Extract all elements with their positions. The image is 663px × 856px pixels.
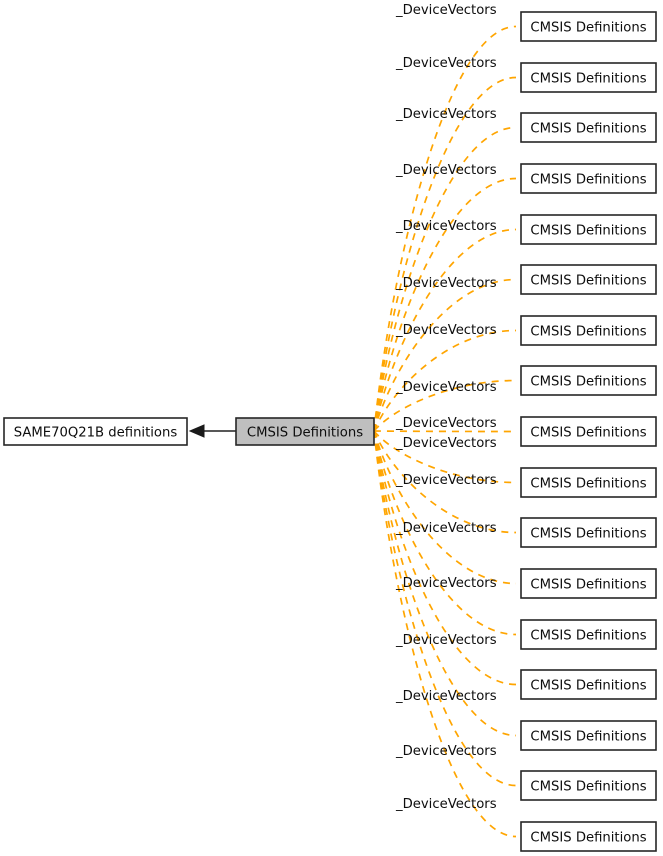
node-box[interactable] (520, 619, 657, 650)
edge-label-devicevectors: _DeviceVectors (395, 416, 497, 431)
node-box[interactable] (520, 416, 657, 447)
node-label: CMSIS Definitions (530, 122, 646, 137)
dashed-edge (373, 430, 517, 433)
arrow-head-icon (188, 424, 205, 438)
dashed-edge (373, 430, 517, 787)
node-label: CMSIS Definitions (530, 224, 646, 239)
edge-label-devicevectors: _DeviceVectors (395, 633, 497, 648)
node-cmsis-definitions[interactable]: CMSIS Definitions (520, 264, 657, 295)
node-label: SAME70Q21B definitions (14, 426, 178, 441)
node-box[interactable] (520, 11, 657, 42)
dashed-edge (373, 329, 517, 432)
node-label: CMSIS Definitions (530, 578, 646, 593)
edge-label-devicevectors: _DeviceVectors (395, 56, 497, 71)
edge-label-devicevectors: _DeviceVectors (395, 323, 497, 338)
node-label: CMSIS Definitions (530, 477, 646, 492)
node-cmsis-definitions[interactable]: CMSIS Definitions (520, 416, 657, 447)
node-label: CMSIS Definitions (530, 426, 646, 441)
edge-label-group: _DeviceVectors _DeviceVectors _DeviceVecto… (395, 3, 497, 812)
node-label: CMSIS Definitions (530, 375, 646, 390)
node-cmsis-definitions[interactable]: CMSIS Definitions (520, 62, 657, 93)
node-box[interactable] (520, 770, 657, 801)
node-cmsis-definitions[interactable]: CMSIS Definitions (520, 315, 657, 346)
edge-label-devicevectors: _DeviceVectors (395, 576, 497, 591)
node-box[interactable] (520, 264, 657, 295)
node-label: CMSIS Definitions (530, 831, 646, 846)
edge-label-devicevectors: _DeviceVectors (395, 276, 497, 291)
node-box[interactable] (520, 568, 657, 599)
edge-label-devicevectors: _DeviceVectors (395, 521, 497, 536)
node-label: CMSIS Definitions (530, 173, 646, 188)
edge-label-devicevectors: _DeviceVectors (395, 473, 497, 488)
node-box[interactable] (520, 163, 657, 194)
solid-edge-group (188, 424, 236, 438)
dashed-edge (373, 430, 517, 636)
dashed-edge (373, 430, 517, 686)
node-cmsis-definitions[interactable]: CMSIS Definitions (520, 112, 657, 143)
dashed-edge (373, 379, 517, 432)
node-cmsis-definitions[interactable]: CMSIS Definitions (520, 568, 657, 599)
node-cmsis-definitions[interactable]: CMSIS Definitions (520, 821, 657, 852)
node-cmsis-definitions[interactable]: CMSIS Definitions (520, 517, 657, 548)
dashed-edge (373, 430, 517, 534)
node-label: CMSIS Definitions (530, 21, 646, 36)
node-cmsis-definitions[interactable]: CMSIS Definitions (520, 619, 657, 650)
node-label: CMSIS Definitions (530, 730, 646, 745)
dashed-edge (373, 126, 517, 432)
dashed-edge-group (373, 25, 517, 838)
node-cmsis-definitions[interactable]: CMSIS Definitions (520, 720, 657, 751)
dashed-edge (373, 228, 517, 432)
edge-label-devicevectors: _DeviceVectors (395, 163, 497, 178)
dashed-edge (373, 76, 517, 432)
node-label: CMSIS Definitions (530, 72, 646, 87)
node-label: CMSIS Definitions (530, 325, 646, 340)
node-box[interactable] (520, 112, 657, 143)
node-cmsis-definitions-root[interactable]: CMSIS Definitions (235, 417, 375, 446)
node-box[interactable] (520, 62, 657, 93)
node-label: CMSIS Definitions (247, 426, 363, 441)
node-box[interactable] (520, 821, 657, 852)
edge-label-devicevectors: _DeviceVectors (395, 219, 497, 234)
main-node-group: SAME70Q21B definitions CMSIS Definitions (3, 417, 375, 446)
node-box[interactable] (520, 720, 657, 751)
edge-label-devicevectors: _DeviceVectors (395, 107, 497, 122)
node-box[interactable] (520, 669, 657, 700)
node-box[interactable] (520, 517, 657, 548)
dashed-edge (373, 430, 517, 484)
edge-label-devicevectors: _DeviceVectors (395, 3, 497, 18)
node-label: CMSIS Definitions (530, 274, 646, 289)
node-label: CMSIS Definitions (530, 780, 646, 795)
node-cmsis-definitions[interactable]: CMSIS Definitions (520, 467, 657, 498)
node-cmsis-definitions[interactable]: CMSIS Definitions (520, 365, 657, 396)
node-cmsis-definitions[interactable]: CMSIS Definitions (520, 770, 657, 801)
node-box[interactable] (520, 467, 657, 498)
edge-label-devicevectors: _DeviceVectors (395, 689, 497, 704)
node-label: CMSIS Definitions (530, 629, 646, 644)
node-cmsis-definitions[interactable]: CMSIS Definitions (520, 214, 657, 245)
dashed-edge (373, 177, 517, 432)
node-cmsis-definitions[interactable]: CMSIS Definitions (520, 11, 657, 42)
node-label: CMSIS Definitions (530, 527, 646, 542)
node-cmsis-definitions[interactable]: CMSIS Definitions (520, 163, 657, 194)
node-box[interactable] (3, 417, 188, 446)
edge-label-devicevectors: _DeviceVectors (395, 744, 497, 759)
edge-label-devicevectors: _DeviceVectors (395, 436, 497, 451)
node-box[interactable] (520, 365, 657, 396)
node-box[interactable] (520, 315, 657, 346)
dashed-edge (373, 430, 517, 585)
dashed-edge (373, 430, 517, 737)
node-cmsis-definitions[interactable]: CMSIS Definitions (520, 669, 657, 700)
dashed-edge (373, 278, 517, 432)
edge-label-devicevectors: _DeviceVectors (395, 797, 497, 812)
node-label: CMSIS Definitions (530, 679, 646, 694)
node-box[interactable] (235, 417, 375, 446)
node-same70q21b-definitions[interactable]: SAME70Q21B definitions (3, 417, 188, 446)
edge-label-devicevectors: _DeviceVectors (395, 380, 497, 395)
node-box[interactable] (520, 214, 657, 245)
